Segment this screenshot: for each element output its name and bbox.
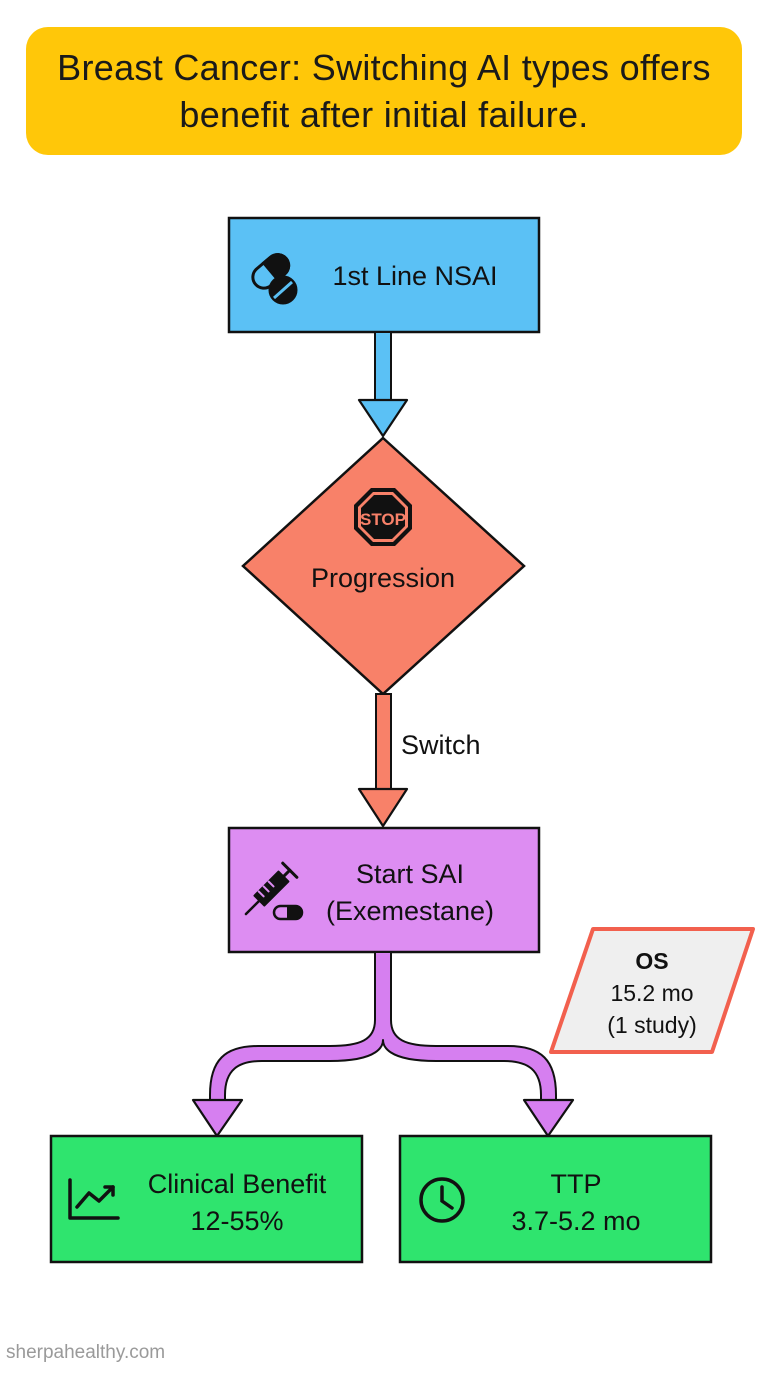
trend-chart-icon [68,1178,120,1220]
title-banner: Breast Cancer: Switching AI types offers… [26,27,742,155]
ttp-label: TTP [550,1169,602,1199]
os-box [549,927,755,1054]
stop-sign-icon: STOP [354,488,412,546]
sai-label-line1: Start SAI [355,859,465,889]
progression-label: Progression [310,563,456,593]
clinical-benefit-label: Clinical Benefit [147,1169,327,1199]
nsai-to-progression-arrow [357,331,409,438]
syringe-pill-icon [244,861,304,921]
os-title: OS [635,948,669,974]
page-title: Breast Cancer: Switching AI types offers… [57,47,711,135]
os-value: 15.2 mo [610,980,694,1006]
os-note: (1 study) [607,1012,697,1038]
pills-icon [251,253,298,305]
nsai-label: 1st Line NSAI [332,261,498,291]
sai-label-line2: (Exemestane) [325,896,495,926]
switch-arrow [357,693,409,828]
sai-split-arrow [191,951,575,1138]
clock-icon [419,1177,465,1223]
footer-watermark: sherpahealthy.com [6,1342,166,1363]
clinical-benefit-box [49,1134,364,1264]
ttp-box [398,1134,713,1264]
stop-sign-text: STOP [360,510,406,529]
ttp-value: 3.7-5.2 mo [511,1206,641,1236]
clinical-benefit-value: 12-55% [190,1206,284,1236]
switch-label: Switch [401,730,481,760]
